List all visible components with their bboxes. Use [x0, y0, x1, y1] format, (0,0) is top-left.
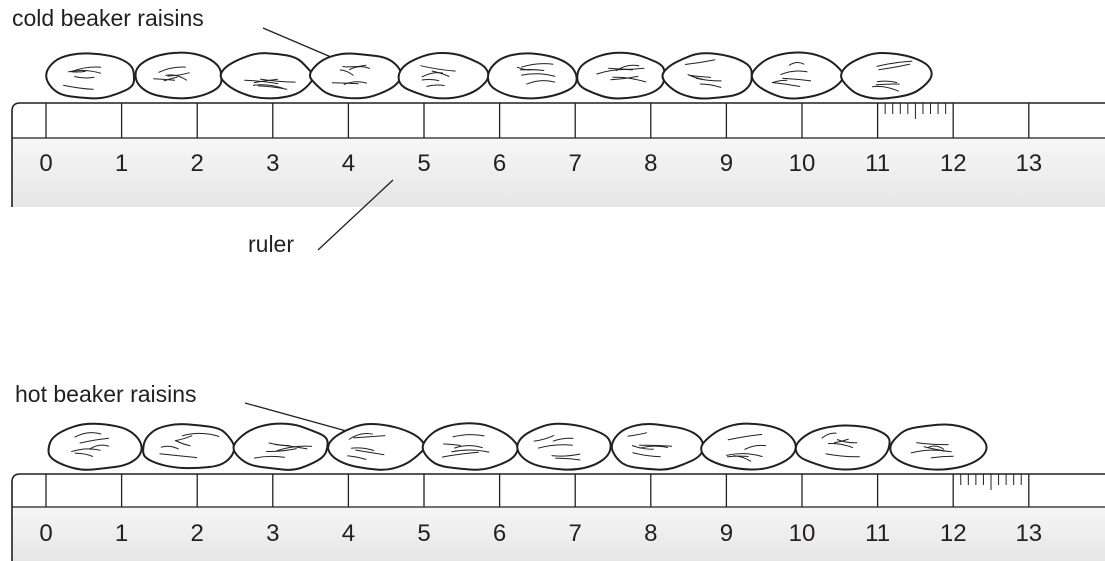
ruler-tick-label: 11	[865, 150, 890, 177]
raisin-icon	[794, 424, 891, 471]
ruler-tick-label: 4	[342, 150, 355, 177]
ruler-tick-label: 13	[1015, 520, 1042, 547]
ruler-tick-label: 5	[417, 150, 430, 177]
hot-raisin-row	[47, 422, 988, 471]
ruler-top-strip	[12, 474, 1105, 507]
ruler-outline	[11, 102, 1105, 207]
ruler-tick-label: 6	[493, 520, 506, 547]
ruler-tick-label: 1	[115, 150, 128, 177]
ruler-tick-label: 10	[789, 520, 816, 547]
ruler-tick-label: 11	[865, 520, 890, 547]
raisin-icon	[45, 52, 136, 100]
raisin-icon	[840, 52, 933, 100]
raisin-icon	[134, 51, 223, 100]
ruler-tick-label: 3	[266, 520, 279, 547]
ruler-tick-label: 7	[569, 520, 582, 547]
ruler-label: ruler	[248, 231, 294, 257]
raisin-icon	[576, 51, 666, 100]
ruler-tick-label: 12	[940, 150, 967, 177]
raisin-icon	[142, 423, 236, 470]
raisin-icon	[889, 423, 988, 471]
raisin-icon	[219, 52, 314, 100]
ruler-tick-label: 5	[417, 520, 430, 547]
raisin-icon	[308, 52, 403, 100]
ruler-tick-label: 0	[39, 150, 52, 177]
raisin-icon	[750, 51, 845, 100]
ruler-tick-label: 12	[940, 520, 967, 547]
ruler-label-leader-line	[317, 179, 394, 251]
ruler-tick-label: 8	[644, 150, 657, 177]
raisin-icon	[610, 423, 705, 471]
cold-beaker-raisins-label: cold beaker raisins	[12, 5, 204, 31]
ruler-tick-label: 13	[1015, 150, 1042, 177]
ruler-tick-label: 6	[493, 150, 506, 177]
raisin-icon	[232, 422, 329, 471]
ruler-tick-label: 7	[569, 150, 582, 177]
ruler-tick-label: 3	[266, 150, 279, 177]
hot-beaker-raisins-label: hot beaker raisins	[15, 381, 197, 407]
ruler-tick-label: 8	[644, 520, 657, 547]
hot-label-leader-line	[244, 402, 351, 433]
raisin-icon	[700, 422, 797, 471]
ruler-tick-label: 2	[191, 520, 204, 547]
ruler-tick-label: 2	[191, 150, 204, 177]
ruler-tick-label: 4	[342, 520, 355, 547]
raisin-icon	[327, 422, 426, 471]
ruler-tick-label: 9	[720, 150, 733, 177]
raisin-icon	[516, 422, 612, 471]
raisin-icon	[421, 422, 519, 471]
ruler-tick-label: 10	[789, 150, 816, 177]
ruler-tick-label: 0	[39, 520, 52, 547]
raisin-icon	[397, 51, 490, 100]
raisin-icon	[47, 422, 143, 471]
ruler-tick-label: 9	[720, 520, 733, 547]
raisin-icon	[661, 52, 753, 100]
cold-label-leader-line	[262, 27, 339, 61]
ruler-tick-label: 1	[115, 520, 128, 547]
cold-raisin-row	[45, 51, 933, 100]
ruler-top-strip	[12, 103, 1105, 138]
raisin-icon	[486, 52, 578, 100]
ruler-outline	[11, 473, 1105, 561]
